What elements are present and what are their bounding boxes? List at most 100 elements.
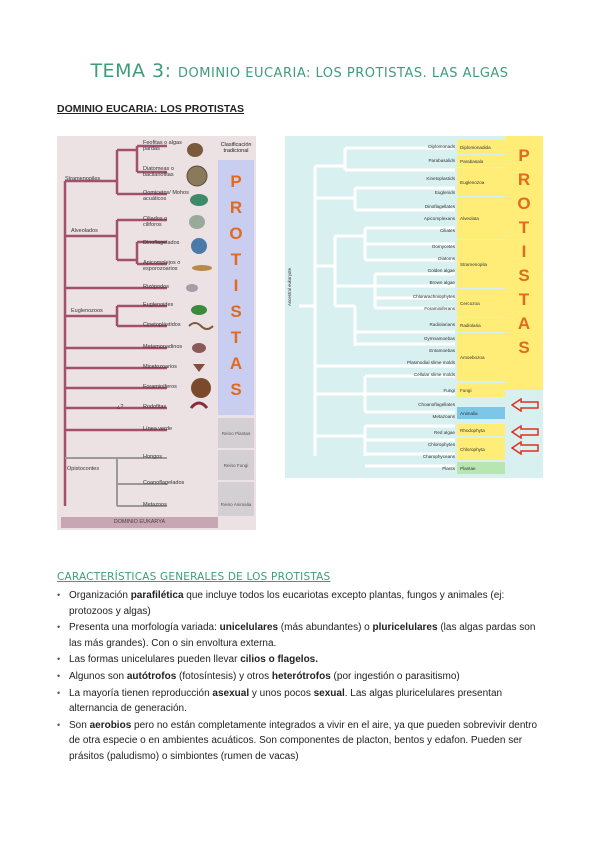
arrow-icon: [511, 398, 539, 412]
leaf-label: Fungi: [443, 388, 456, 393]
group-box: Parabasala: [457, 155, 505, 167]
protistas-letter: S: [230, 302, 242, 321]
leaf-label: Chlorarachniophytes: [412, 294, 455, 299]
section-title: CARACTERÍSTICAS GENERALES DE LOS PROTIST…: [57, 571, 331, 583]
protistas-letter: P: [518, 146, 530, 165]
leaf-label: Rizópodos: [143, 284, 169, 290]
leaf-label: Metazoos: [143, 502, 167, 508]
leaf-label: Coanoflagelados: [143, 480, 185, 486]
list-item: Presenta una morfología variada: unicelu…: [57, 620, 544, 651]
root-label: Ancestral eukaryote: [287, 268, 292, 306]
list-item: La mayoría tienen reproducción asexual y…: [57, 686, 544, 717]
title-main: TEMA 3:: [90, 60, 172, 82]
group-label: Stramenopiles: [65, 176, 101, 182]
protistas-letter: R: [229, 198, 243, 217]
leaf-label: Metamonadinos: [143, 344, 183, 350]
leaf-label: Parabasalids: [428, 158, 455, 163]
leaf-label: Dinoflagellates: [424, 204, 455, 209]
leaf-label: Entamoebas: [429, 348, 455, 353]
leaf-label: Golden algae: [427, 268, 455, 273]
reino-label: Reino Fungi: [218, 450, 254, 480]
list-item: Organización parafilética que incluye to…: [57, 588, 544, 619]
group-box: Animalia: [457, 407, 505, 419]
leaf-label: Hongos: [143, 454, 162, 460]
leaf-label: Ciliates: [439, 228, 455, 233]
leaf-label: Oomycetes: [431, 244, 455, 249]
protistas-letter: T: [518, 218, 530, 237]
leaf-label: Apicomplejos o esporozoarios: [143, 260, 181, 272]
leaf-label: Apicomplexans: [423, 216, 455, 221]
reino-label: Reino Animalia: [218, 492, 254, 516]
protistas-letter: T: [230, 328, 242, 347]
leaf-label: Red algae: [434, 430, 455, 435]
leaf-label: Chlorophytes: [427, 442, 455, 447]
leaf-label: Gymnamoebas: [423, 336, 455, 341]
protistas-letter: P: [230, 172, 242, 191]
protistas-letter: T: [518, 290, 530, 309]
group-box: Euglenozoa: [457, 168, 505, 196]
protistas-letter: A: [517, 314, 531, 333]
leaf-label: Plants: [442, 466, 455, 471]
leaf-label: Diplomonads: [428, 144, 455, 149]
leaf-label: Cellular slime molds: [413, 372, 455, 377]
group-box: Rhodophyta: [457, 424, 505, 436]
group-label: Euglenozoos: [71, 308, 103, 314]
leaf-label: Kinetoplastids: [426, 176, 455, 181]
protistas-letter: A: [229, 354, 243, 373]
leaf-label: Rodofitas: [143, 404, 167, 410]
group-box: Fungi: [457, 383, 505, 397]
protistas-letter: I: [521, 242, 527, 261]
title-rest: DOMINIO EUCARIA: LOS PROTISTAS. LAS ALGA…: [178, 66, 509, 81]
tree-lines-left: [63, 143, 214, 507]
leaf-label: Choanoflagellates: [418, 402, 455, 407]
page-title: TEMA 3: DOMINIO EUCARIA: LOS PROTISTAS. …: [0, 60, 599, 82]
protistas-letter: O: [229, 224, 243, 243]
leaf-label: Ciliados o ciliforos: [143, 216, 168, 228]
group-box: Radiolaria: [457, 318, 505, 332]
subheading: DOMINIO EUCARIA: LOS PROTISTAS: [57, 103, 245, 115]
group-box: Plantae: [457, 462, 505, 474]
group-label: Opistocontes: [67, 466, 100, 472]
leaf-label: Charophyceans: [422, 454, 455, 459]
leaf-label: Metazoans: [432, 414, 455, 419]
arrow-icon: [511, 425, 539, 439]
figure-footer: DOMINIO EUKARYA: [61, 517, 218, 528]
leaf-label: Foraminíferos: [143, 384, 177, 390]
question-mark: ¿?: [117, 404, 124, 410]
protistas-letter: S: [230, 380, 242, 399]
group-box: Stramenopila: [457, 240, 505, 288]
protistas-letter: S: [518, 338, 530, 357]
leaf-label: Dinoflagelados: [143, 240, 180, 246]
list-item: Las formas unicelulares pueden llevar ci…: [57, 652, 544, 668]
leaf-label: Diatomeas o bacilariofitas: [143, 166, 174, 178]
protistas-letter: S: [518, 266, 530, 285]
protistas-letter: R: [517, 170, 531, 189]
group-box: Chlorophyta: [457, 438, 505, 460]
group-box: Alveolata: [457, 197, 505, 239]
group-box: Diplomonadida: [457, 140, 505, 154]
classification-header: Clasificación tradicional: [220, 142, 252, 154]
phylogeny-figure-left: Clasificación tradicional Stramenopiles …: [57, 136, 256, 530]
leaf-label: Oomicetos/ Mohos acuáticos: [143, 190, 189, 202]
leaf-label: Línea verde: [143, 426, 173, 432]
leaf-label: Feofitas o algas pardas: [143, 140, 182, 152]
group-label: Alveolados: [71, 228, 98, 234]
leaf-label: Radiolarians: [429, 322, 455, 327]
protistas-letter: T: [230, 250, 242, 269]
leaf-label: Euglenids: [434, 190, 455, 195]
arrow-icon: [511, 441, 539, 455]
leaf-label: Plasmodial slime molds: [407, 360, 455, 365]
protistas-highlight: [505, 136, 543, 390]
reino-label: Reino Plantas: [218, 418, 254, 448]
protistas-highlight: [218, 160, 254, 415]
leaf-label: Foraminiferans: [424, 306, 455, 311]
protistas-letter: O: [517, 194, 531, 213]
leaf-label: Micetozoarios: [143, 364, 177, 370]
list-item: Algunos son autótrofos (fotosíntesis) y …: [57, 669, 544, 685]
leaf-label: Cinetoplástidos: [143, 322, 181, 328]
tree-lines-right: [299, 146, 455, 468]
phylogeny-figure-right: Ancestral eukaryote Diplomonads Parabasa…: [285, 136, 543, 478]
leaf-label: Diatoms: [438, 256, 455, 261]
group-box: Amoebozoa: [457, 333, 505, 381]
group-box: Cercozoa: [457, 289, 505, 317]
